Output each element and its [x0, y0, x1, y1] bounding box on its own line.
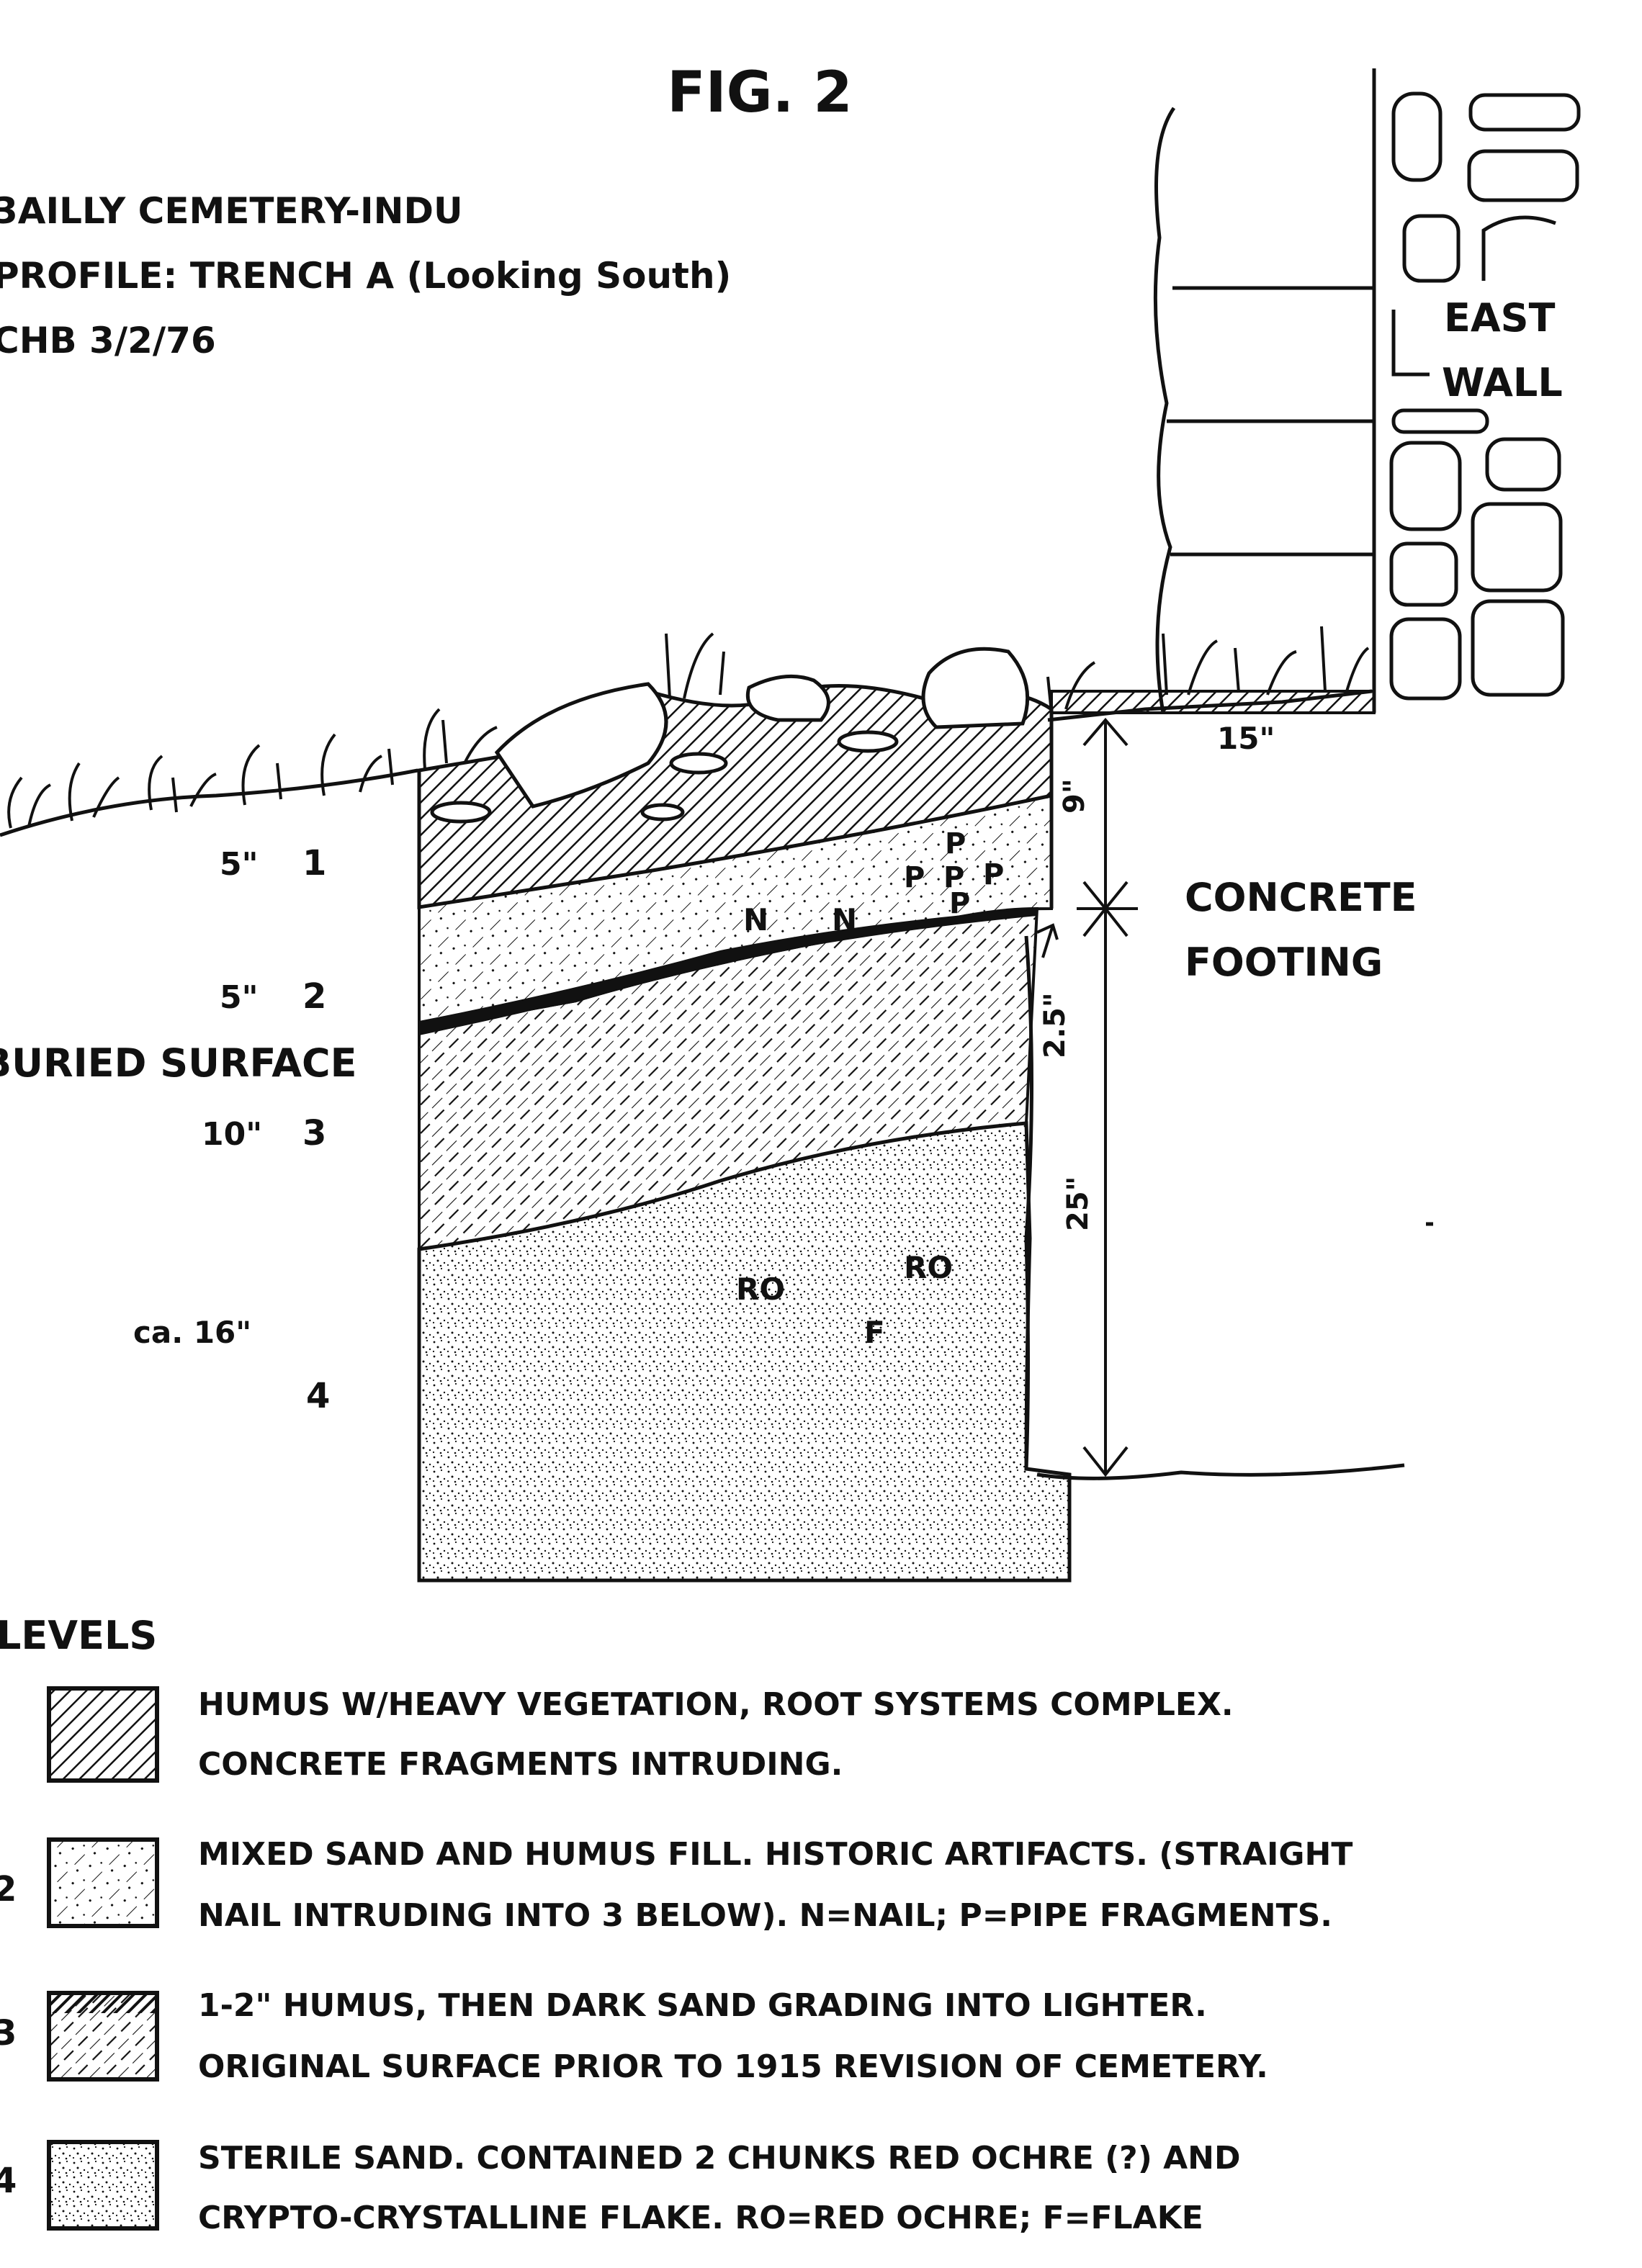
pipe-mark: P — [983, 858, 1004, 891]
header-line-site: 3AILLY CEMETERY-INDU — [0, 190, 463, 232]
footing-width-dimension: 15" — [1217, 721, 1275, 756]
dimension-lines — [1036, 717, 1138, 1477]
depth-label-4: ca. 16" — [133, 1315, 251, 1350]
legend-number-4: 4 — [0, 2161, 17, 2201]
figure-title: FIG. 2 — [667, 60, 852, 125]
level-number-3: 3 — [302, 1113, 326, 1153]
header-line-profile: PROFILE: TRENCH A (Looking South) — [0, 255, 731, 297]
pipe-mark: P — [945, 827, 966, 860]
depth-label-3: 10" — [202, 1116, 262, 1153]
concrete-fragments — [430, 647, 1030, 824]
east-wall-label-line1: EAST — [1444, 295, 1556, 341]
east-wall — [1153, 68, 1581, 714]
legend-item-2-line1: MIXED SAND AND HUMUS FILL. HISTORIC ARTI… — [198, 1836, 1352, 1873]
east-wall-label-line2: WALL — [1442, 360, 1563, 405]
legend-item-3-line2: ORIGINAL SURFACE PRIOR TO 1915 REVISION … — [198, 2048, 1268, 2085]
concrete-footing — [1050, 690, 1376, 714]
concrete-footing-label-line1: CONCRETE — [1185, 875, 1417, 920]
dark-band — [419, 909, 1037, 1035]
depth-label-1: 5" — [220, 846, 259, 883]
buried-surface-label: BURIED SURFACE — [0, 1040, 357, 1086]
depth-label-2: 5" — [220, 979, 259, 1016]
depth-labels: 5" 1 5" 2 BURIED SURFACE 10" 3 ca. 16" 4 — [0, 843, 357, 1416]
pipe-mark: P — [949, 887, 970, 920]
header-line-recorder: CHB 3/2/76 — [0, 320, 216, 361]
legend-item-1-line1: HUMUS W/HEAVY VEGETATION, ROOT SYSTEMS C… — [198, 1686, 1234, 1723]
artifact-marks: N N P P P P P RO RO F — [736, 827, 1004, 1350]
nail-mark: N — [832, 902, 857, 937]
upper-dimension: 9" — [1058, 778, 1091, 814]
legend-item-3-line1: 1-2" HUMUS, THEN DARK SAND GRADING INTO … — [198, 1987, 1207, 2024]
flake-mark: F — [864, 1315, 885, 1350]
pipe-mark: P — [943, 861, 964, 894]
figure-header: 3AILLY CEMETERY-INDU PROFILE: TRENCH A (… — [0, 190, 731, 361]
legend-number-2: 2 — [0, 1869, 17, 1909]
legend-title: LEVELS — [0, 1613, 157, 1658]
legend-number-3: 3 — [0, 2013, 17, 2053]
pipe-mark: P — [904, 861, 925, 894]
legend-item-1-line2: CONCRETE FRAGMENTS INTRUDING. — [198, 1746, 843, 1783]
legend-item-4-line1: STERILE SAND. CONTAINED 2 CHUNKS RED OCH… — [198, 2140, 1241, 2177]
legend-item-2-line2: NAIL INTRUDING INTO 3 BELOW). N=NAIL; P=… — [198, 1897, 1332, 1934]
legend: HUMUS W/HEAVY VEGETATION, ROOT SYSTEMS C… — [0, 1686, 1352, 2236]
trench-layers — [417, 684, 1072, 1583]
nail-mark: N — [743, 902, 768, 937]
red-ochre-mark: RO — [736, 1272, 785, 1307]
concrete-footing-label-line2: FOOTING — [1185, 940, 1383, 985]
level-number-2: 2 — [302, 976, 326, 1017]
lower-dimension: 25" — [1062, 1176, 1095, 1231]
red-ochre-mark: RO — [904, 1250, 953, 1285]
legend-swatch-3-dark-band — [49, 1993, 157, 2013]
level-number-1: 1 — [302, 843, 326, 883]
legend-swatch-4 — [47, 2140, 159, 2231]
legend-swatch-1 — [47, 1686, 159, 1783]
gap-dimension: 2.5" — [1038, 992, 1072, 1058]
level-number-4: 4 — [306, 1376, 330, 1416]
legend-swatch-2 — [47, 1837, 159, 1928]
legend-item-4-line2: CRYPTO-CRYSTALLINE FLAKE. RO=RED OCHRE; … — [198, 2200, 1203, 2236]
